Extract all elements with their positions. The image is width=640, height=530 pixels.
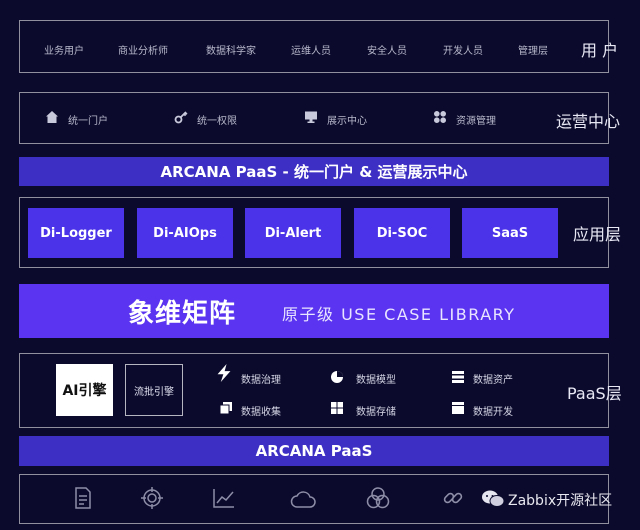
app-tile-saas: SaaS xyxy=(462,208,558,258)
user-type-developer: 开发人员 xyxy=(443,46,483,57)
paas-item-model: 数据模型 xyxy=(356,375,396,386)
cloud-icon xyxy=(290,491,316,508)
usecase-logo: 象维矩阵 xyxy=(128,299,237,329)
ai-engine-label: AI引擎 xyxy=(62,383,107,399)
app-row-label: 应用层 xyxy=(573,225,622,244)
watermark-text: Zabbix开源社区 xyxy=(508,493,613,509)
app-tile-di-aiops: Di-AIOps xyxy=(137,208,233,258)
footer-row xyxy=(19,474,609,524)
bottom-band-title: ARCANA PaaS xyxy=(255,442,373,460)
circles-icon xyxy=(366,487,390,509)
link-icon xyxy=(443,492,463,504)
flow-engine-box: 流批引擎 xyxy=(125,364,183,416)
users-row-label: 用 户 xyxy=(581,41,619,60)
collect-icon xyxy=(219,402,232,415)
user-type-management: 管理层 xyxy=(518,46,548,57)
stack-icon xyxy=(452,371,464,383)
portal-band-title: ARCANA PaaS - 统一门户 & 运营展示中心 xyxy=(160,163,468,181)
paas-item-storage: 数据存储 xyxy=(356,407,396,418)
monitor-icon xyxy=(305,111,317,123)
app-row xyxy=(19,197,609,268)
paas-item-develop: 数据开发 xyxy=(473,407,513,418)
folder-icon xyxy=(452,402,464,414)
app-tile-di-alert: Di-Alert xyxy=(245,208,341,258)
ops-row xyxy=(19,92,609,144)
ops-item-permission: 统一权限 xyxy=(197,116,237,127)
user-type-analyst: 商业分析师 xyxy=(118,46,168,57)
usecase-band xyxy=(19,284,609,338)
ops-row-label: 运营中心 xyxy=(556,112,621,131)
key-icon xyxy=(174,111,188,124)
portal-band: ARCANA PaaS - 统一门户 & 运营展示中心 xyxy=(19,157,609,186)
user-type-ops: 运维人员 xyxy=(291,46,331,57)
user-type-security: 安全人员 xyxy=(367,46,407,57)
paas-item-asset: 数据资产 xyxy=(473,375,513,386)
ops-item-resource: 资源管理 xyxy=(456,116,496,127)
pie-icon xyxy=(331,371,343,383)
storage-icon xyxy=(331,402,343,414)
bottom-band: ARCANA PaaS xyxy=(19,436,609,466)
app-tile-di-logger: Di-Logger xyxy=(28,208,124,258)
user-type-business: 业务用户 xyxy=(44,46,84,57)
paas-item-collect: 数据收集 xyxy=(241,407,281,418)
chart-icon xyxy=(213,489,234,508)
ai-engine-box: AI引擎 xyxy=(56,364,113,416)
paas-item-governance: 数据治理 xyxy=(241,375,281,386)
home-icon xyxy=(46,111,58,123)
users-row xyxy=(19,20,609,73)
paas-row xyxy=(19,353,609,428)
grid-icon xyxy=(434,111,446,123)
wechat-icon xyxy=(482,490,505,507)
ops-item-portal: 统一门户 xyxy=(68,116,108,127)
document-icon xyxy=(75,487,91,509)
app-tile-di-soc: Di-SOC xyxy=(354,208,450,258)
flow-engine-label: 流批引擎 xyxy=(134,386,174,398)
user-type-data-scientist: 数据科学家 xyxy=(206,46,256,57)
ops-item-display: 展示中心 xyxy=(327,116,367,127)
lightning-icon xyxy=(217,364,231,382)
target-icon xyxy=(141,487,163,509)
usecase-subtitle: 原子级 USE CASE LIBRARY xyxy=(282,305,516,324)
paas-row-label: PaaS层 xyxy=(567,384,622,403)
